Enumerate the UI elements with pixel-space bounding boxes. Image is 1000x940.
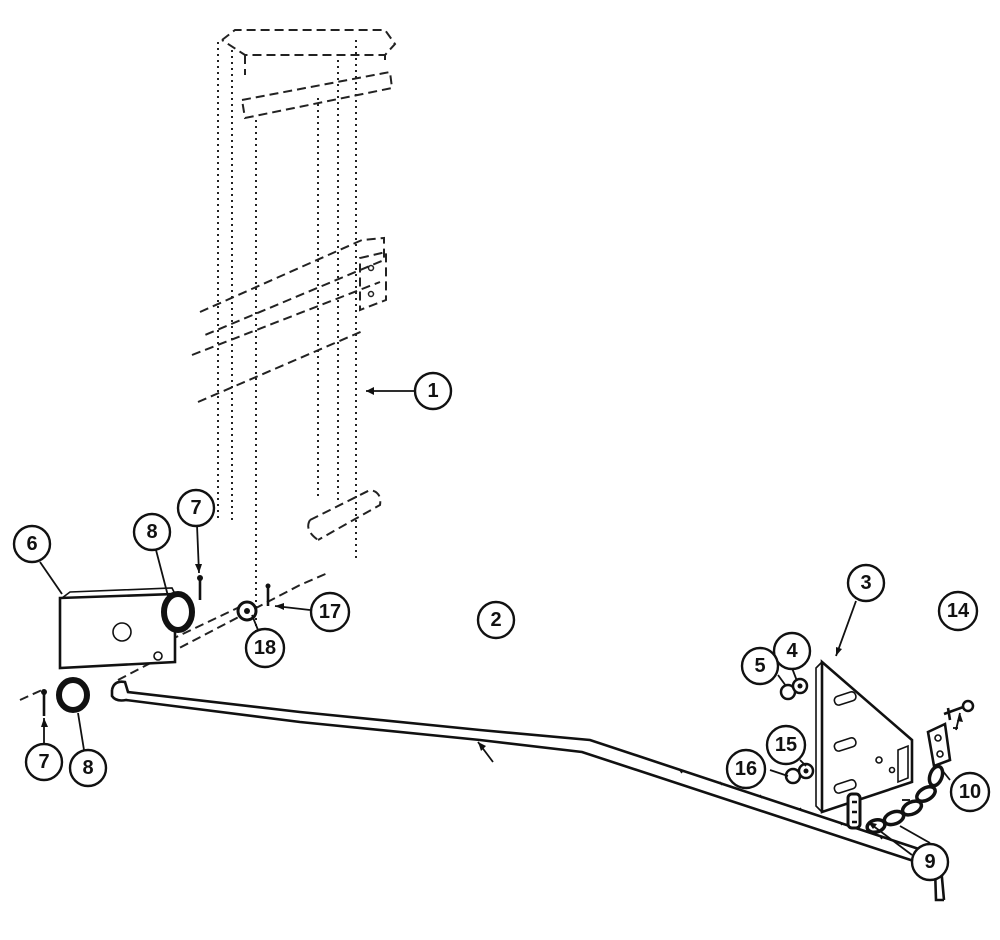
control-rod <box>110 680 946 902</box>
callout-7-upper-label: 7 <box>190 497 201 519</box>
callout-5: 5 <box>740 646 780 686</box>
leader-lines <box>39 387 963 856</box>
callout-7-lower: 7 <box>24 742 64 782</box>
callout-5-label: 5 <box>754 655 765 677</box>
hardware-nuts <box>779 677 815 785</box>
callout-8-upper: 8 <box>132 512 172 552</box>
callout-10: 10 <box>949 771 991 813</box>
callout-14: 14 <box>937 590 979 632</box>
callout-9-label: 9 <box>924 851 935 873</box>
callout-4: 4 <box>772 631 812 671</box>
chain <box>865 722 952 834</box>
callout-9: 9 <box>910 842 950 882</box>
cotter-pin-lower <box>41 689 47 716</box>
mounting-bracket <box>815 659 914 814</box>
mast-frame <box>19 29 397 701</box>
callout-16: 16 <box>725 748 767 790</box>
cotter-pin-upper <box>197 575 203 600</box>
callout-2-label: 2 <box>490 609 501 631</box>
callout-17-label: 17 <box>319 601 341 623</box>
callout-15: 15 <box>765 724 807 766</box>
callout-7-lower-label: 7 <box>38 751 49 773</box>
callout-10-label: 10 <box>959 781 981 803</box>
callout-1-label: 1 <box>427 380 438 402</box>
callout-18: 18 <box>244 627 286 669</box>
callout-7-upper: 7 <box>176 488 216 528</box>
washer-upper <box>161 591 195 633</box>
callout-2: 2 <box>476 600 516 640</box>
callout-14-label: 14 <box>947 600 970 622</box>
callout-3-label: 3 <box>860 572 871 594</box>
bolt <box>943 699 975 721</box>
lever-plate <box>58 587 177 670</box>
callout-4-label: 4 <box>786 640 798 662</box>
callout-6-label: 6 <box>26 533 37 555</box>
callout-17: 17 <box>309 591 351 633</box>
callout-6: 6 <box>12 524 52 564</box>
callout-16-label: 16 <box>735 758 757 780</box>
callout-1: 1 <box>413 371 453 411</box>
callout-8-lower: 8 <box>68 748 108 788</box>
chain-clip <box>846 792 862 830</box>
callout-18-label: 18 <box>254 637 276 659</box>
callout-15-label: 15 <box>775 734 797 756</box>
callout-3: 3 <box>846 563 886 603</box>
callout-8-upper-label: 8 <box>146 521 157 543</box>
callout-8-lower-label: 8 <box>82 757 93 779</box>
small-pin <box>265 583 271 606</box>
washer-lower <box>56 677 90 713</box>
